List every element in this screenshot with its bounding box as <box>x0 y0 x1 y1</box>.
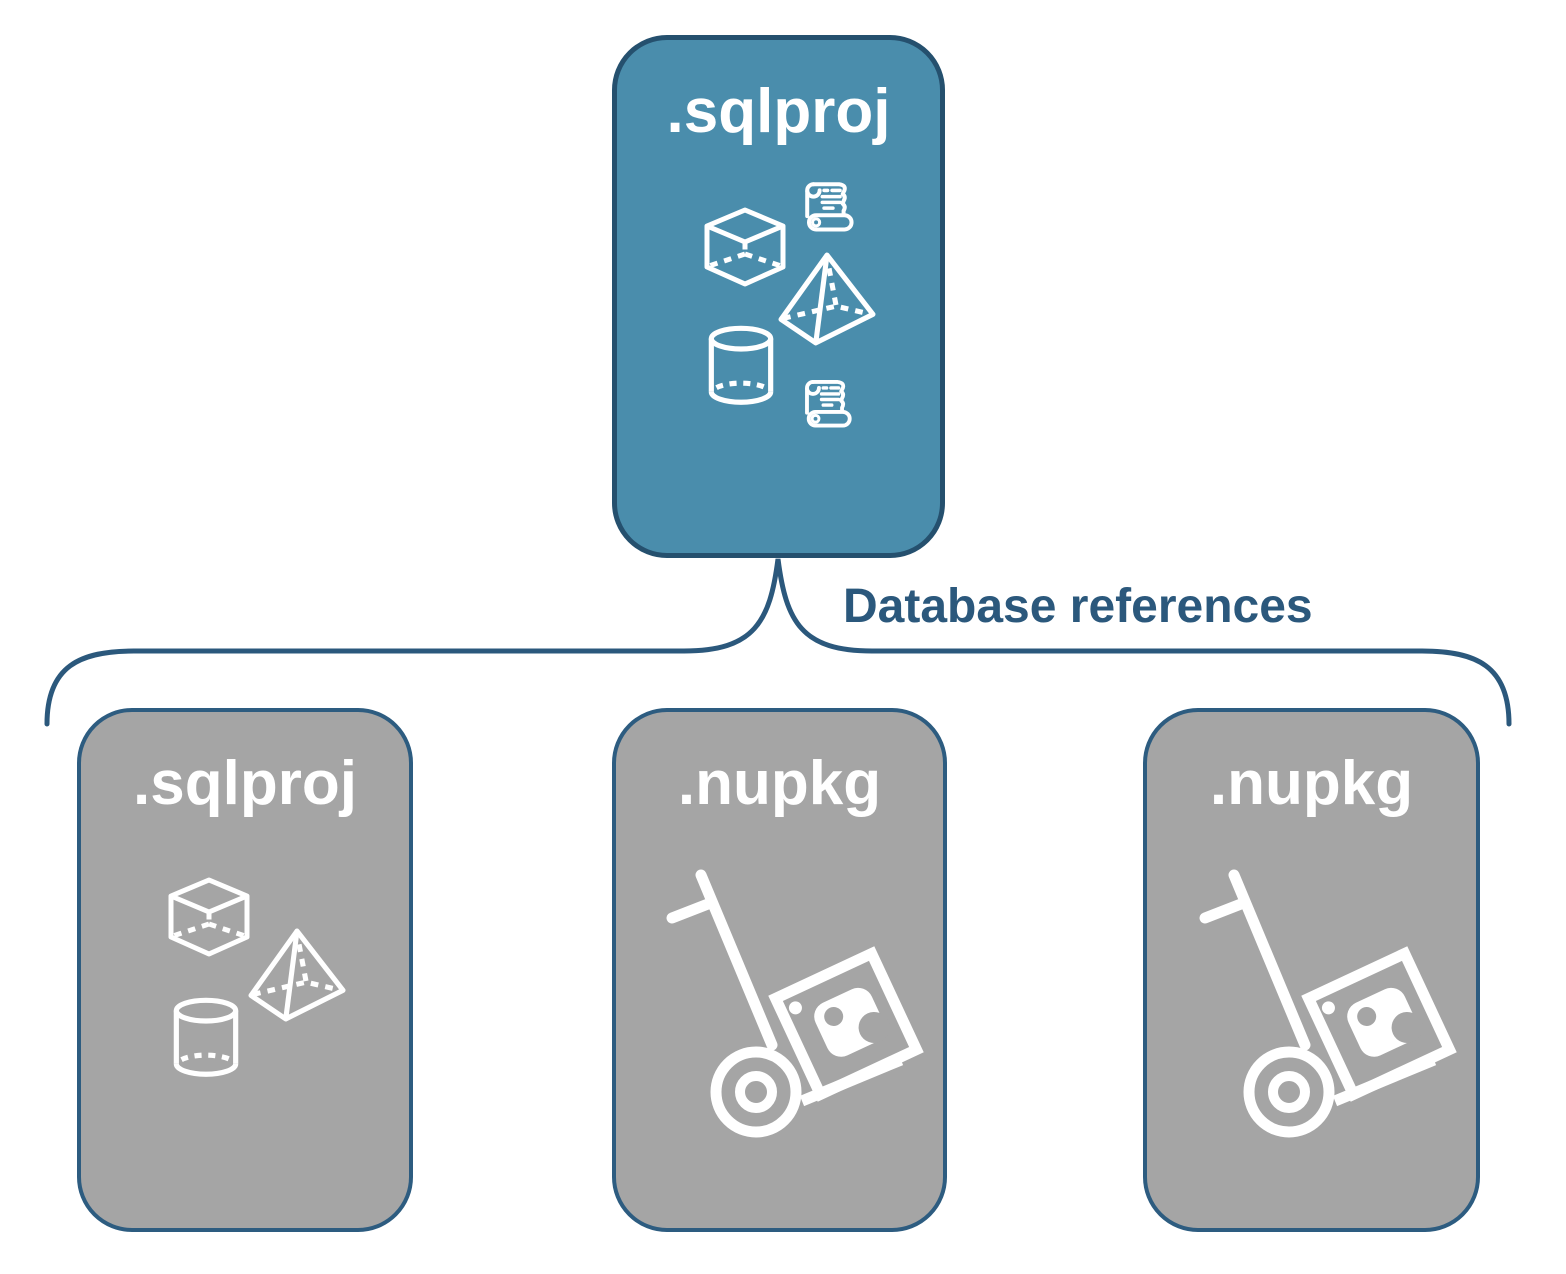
cylinder-icon <box>707 325 775 406</box>
root-node-label: .sqlproj <box>666 77 891 146</box>
child-node-label: .sqlproj <box>133 749 357 818</box>
child-node-nupkg-1: .nupkg <box>612 708 947 1232</box>
scroll-icon <box>800 178 857 233</box>
edge-label: Database references <box>843 580 1313 633</box>
pyramid-icon <box>247 928 347 1022</box>
cylinder-icon <box>172 997 240 1078</box>
child-node-label: .nupkg <box>1209 749 1414 818</box>
child-node-nupkg-2: .nupkg <box>1143 708 1480 1232</box>
scroll-icon <box>800 376 855 429</box>
child-node-label: .nupkg <box>677 749 882 818</box>
nuget-dolly-icon <box>644 849 934 1149</box>
cube-icon <box>167 877 251 957</box>
root-node-sqlproj: .sqlproj <box>612 35 945 558</box>
pyramid-icon <box>778 252 876 346</box>
child-node-sqlproj: .sqlproj <box>77 708 413 1232</box>
cube-icon <box>703 207 787 287</box>
nuget-dolly-icon <box>1177 849 1467 1149</box>
